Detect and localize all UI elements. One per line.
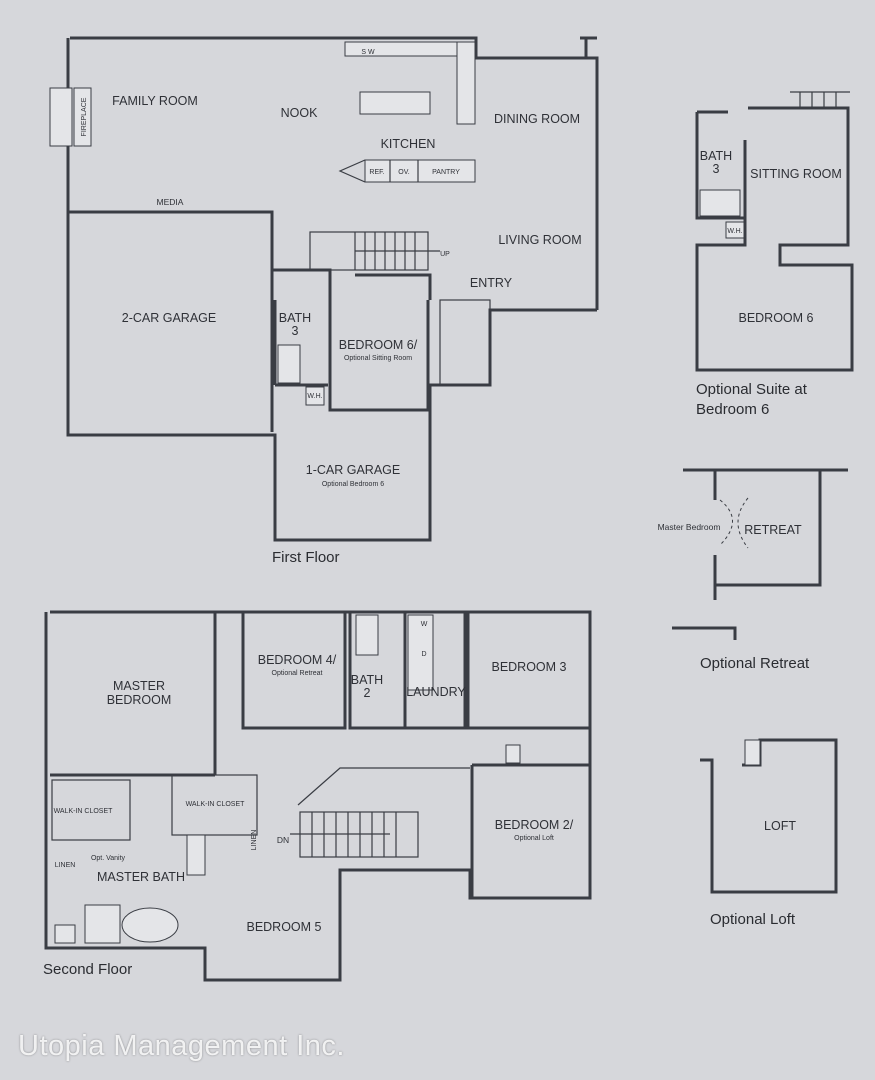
optional-loft-plan	[700, 738, 838, 894]
bedroom-6-sub-label: Optional Sitting Room	[344, 355, 412, 362]
sink-dishwasher-label: S W	[361, 49, 375, 56]
entry-label: ENTRY	[470, 276, 513, 290]
living-room-label: LIVING ROOM	[498, 233, 581, 247]
optional-suite-plan	[695, 91, 854, 372]
suite-water-heater-label: W.H.	[727, 228, 742, 235]
bedroom-5-label: BEDROOM 5	[246, 920, 321, 934]
dryer-label: D	[421, 651, 426, 658]
opt-vanity-label: Opt. Vanity	[91, 855, 126, 862]
optional-retreat-plan	[672, 468, 848, 640]
bedroom-3-label: BEDROOM 3	[491, 660, 566, 674]
bath-3-label: BATH	[279, 311, 311, 325]
first-floor-plan	[49, 36, 599, 542]
retreat-label: RETREAT	[744, 523, 802, 537]
second-floor-caption: Second Floor	[43, 961, 132, 978]
stairs-down-label: DN	[277, 835, 289, 845]
bedroom-4-label: BEDROOM 4/	[258, 653, 337, 667]
dining-room-label: DINING ROOM	[494, 112, 580, 126]
oven-label: OV.	[398, 169, 409, 176]
bedroom-6-label: BEDROOM 6/	[339, 338, 418, 352]
suite-bath-3-number: 3	[713, 162, 720, 176]
first-floor-caption: First Floor	[272, 549, 340, 566]
laundry-label: LAUNDRY	[406, 685, 466, 699]
washer-label: W	[421, 621, 428, 628]
suite-bath-3-label: BATH	[700, 149, 732, 163]
walk-in-closet-2-label: WALK-IN CLOSET	[186, 801, 246, 808]
bedroom-2-sub-label: Optional Loft	[514, 835, 554, 842]
pantry-label: PANTRY	[432, 169, 460, 176]
nook-label: NOOK	[281, 106, 318, 120]
one-car-garage-label: 1-CAR GARAGE	[306, 463, 400, 477]
bath-2-number: 2	[364, 686, 371, 700]
fireplace-box	[49, 87, 73, 147]
suite-caption-line-1: Optional Suite at	[696, 381, 808, 398]
suite-bedroom-6-label: BEDROOM 6	[738, 311, 813, 325]
fireplace-label: FIREPLACE	[81, 97, 88, 136]
sitting-room-label: SITTING ROOM	[750, 167, 842, 181]
suite-caption-line-2: Bedroom 6	[696, 401, 769, 418]
media-label: MEDIA	[157, 197, 184, 207]
loft-label: LOFT	[764, 819, 796, 833]
walk-in-closet-1-label: WALK-IN CLOSET	[54, 808, 114, 815]
bedroom-2-label: BEDROOM 2/	[495, 818, 574, 832]
master-bedroom-label: BEDROOM	[107, 693, 172, 707]
two-car-garage-label: 2-CAR GARAGE	[122, 311, 216, 325]
family-room-label: FAMILY ROOM	[112, 94, 198, 108]
stairs-up-label: UP	[440, 251, 450, 258]
water-heater-label: W.H.	[307, 393, 322, 400]
retreat-master-bedroom-label: Master Bedroom	[658, 522, 721, 532]
linen-1-label: LINEN	[55, 862, 76, 869]
loft-caption: Optional Loft	[710, 911, 796, 928]
second-floor-plan	[44, 610, 592, 982]
kitchen-label: KITCHEN	[381, 137, 436, 151]
master-bedroom-line-1: MASTER	[113, 679, 165, 693]
master-bath-label: MASTER BATH	[97, 870, 185, 884]
retreat-caption: Optional Retreat	[700, 655, 810, 672]
ref-label: REF.	[369, 169, 384, 176]
watermark: Utopia Management Inc.	[18, 1030, 345, 1062]
bedroom-4-sub-label: Optional Retreat	[272, 670, 323, 677]
bath-3-number: 3	[292, 324, 299, 338]
one-car-garage-sub-label: Optional Bedroom 6	[322, 481, 384, 488]
bath-2-label: BATH	[351, 673, 383, 687]
linen-2-label: LINEN	[251, 830, 258, 851]
